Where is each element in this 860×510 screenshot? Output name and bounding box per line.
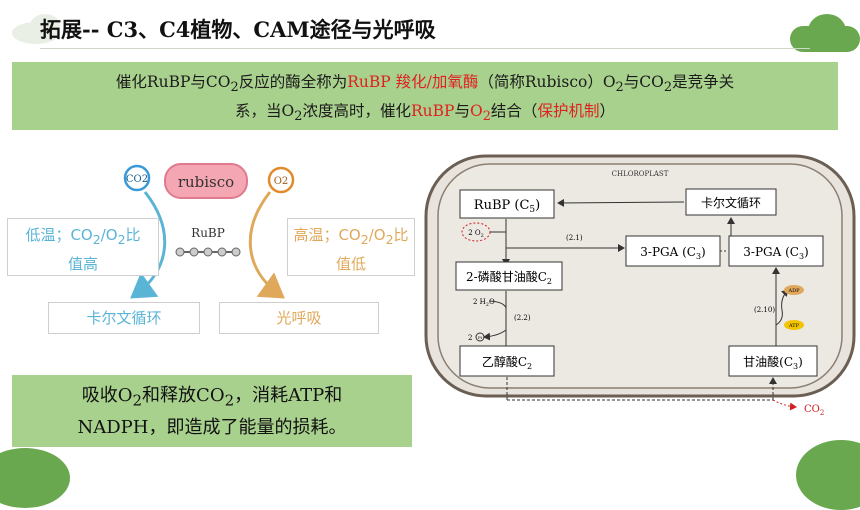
- callout-line-1: 吸收O2和释放CO2，消耗ATP和: [81, 385, 343, 410]
- rubp-molecule-icon: [175, 247, 241, 257]
- svg-text:卡尔文循环: 卡尔文循环: [701, 195, 761, 210]
- step-2-1: (2.1): [566, 234, 583, 242]
- enzyme-name: RuBP 羧化/加氧酶: [347, 73, 479, 91]
- svg-text:3-PGA (C3): 3-PGA (C3): [640, 245, 705, 261]
- svg-text:甘油酸(C3): 甘油酸(C3): [743, 354, 803, 371]
- chloroplast-diagram: CHLOROPLAST RuBP (C5) 卡尔文循环 2 O2 (2.1) 3…: [424, 154, 856, 417]
- svg-text:乙醇酸C2: 乙醇酸C2: [482, 354, 532, 371]
- svg-text:rubisco: rubisco: [178, 173, 234, 191]
- definition-banner: 催化RuBP与CO2反应的酶全称为RuBP 羧化/加氧酶（简称Rubisco）O…: [12, 62, 838, 130]
- photoresp-arrow: [248, 191, 285, 299]
- banner-line-1: 催化RuBP与CO2反应的酶全称为RuBP 羧化/加氧酶（简称Rubisco）O…: [115, 73, 735, 96]
- calvin-arrow: [130, 191, 167, 299]
- co2-output-label: CO2: [804, 404, 824, 417]
- low-temp-box: 低温；CO2/O2比 值高: [7, 218, 159, 276]
- o2-input-label: 2 O2: [468, 229, 484, 239]
- svg-text:Pi: Pi: [478, 335, 483, 340]
- adp-badge: [784, 285, 804, 295]
- phosphoglycolate-node: 2-磷酸甘油酸C2: [455, 261, 563, 291]
- calvin-node: 卡尔文循环: [685, 188, 777, 216]
- rubp-node: RuBP (C5): [459, 189, 555, 219]
- cloud-decoration-bottom-left: [0, 448, 70, 508]
- svg-text:ADP: ADP: [788, 288, 801, 294]
- glycerate-node: 甘油酸(C3): [728, 345, 818, 377]
- pga-node-2: 3-PGA (C3): [728, 235, 824, 267]
- h2o-label: 2 H2O: [473, 298, 495, 308]
- svg-text:3-PGA (C3): 3-PGA (C3): [743, 245, 808, 261]
- rubp-label: RuBP: [191, 226, 225, 240]
- chloroplast-label: CHLOROPLAST: [612, 170, 669, 178]
- pi-label: 2: [468, 334, 472, 342]
- svg-text:O2: O2: [274, 176, 289, 187]
- co2-badge: CO2: [123, 164, 151, 192]
- cloud-decoration-bottom-right: [796, 440, 860, 510]
- high-temp-box: 高温；CO2/O2比 值低: [287, 218, 415, 276]
- cloud-decoration-top-left-2: [30, 14, 60, 38]
- protection-mechanism: 保护机制: [537, 102, 600, 120]
- pga-node-1: 3-PGA (C3): [625, 235, 721, 267]
- svg-text:CO2: CO2: [126, 174, 148, 185]
- title-divider: [40, 48, 810, 49]
- rubisco-diagram: CO2 rubisco O2 RuBP: [123, 163, 295, 299]
- svg-text:2-磷酸甘油酸C2: 2-磷酸甘油酸C2: [466, 269, 552, 286]
- step-2-10: (2.10): [754, 306, 775, 314]
- rubisco-badge: rubisco: [164, 163, 248, 199]
- atp-badge: [784, 320, 804, 330]
- svg-text:ATP: ATP: [788, 323, 800, 329]
- step-2-2: (2.2): [514, 314, 531, 322]
- banner-line-2: 系，当O2浓度高时，催化RuBP与O2结合（保护机制）: [235, 102, 615, 125]
- callout-line-2: NADPH，即造成了能量的损耗。: [77, 417, 347, 438]
- calvin-cycle-box: 卡尔文循环: [48, 302, 200, 334]
- photorespiration-box: 光呼吸: [219, 302, 379, 334]
- energy-cost-callout: 吸收O2和释放CO2，消耗ATP和 NADPH，即造成了能量的损耗。: [12, 375, 412, 447]
- o2-badge: O2: [267, 166, 295, 194]
- page-title: 拓展-- C3、C4植物、CAM途径与光呼吸: [40, 17, 436, 42]
- svg-text:RuBP (C5): RuBP (C5): [474, 198, 540, 215]
- glycolate-node: 乙醇酸C2: [459, 345, 555, 377]
- cloud-decoration-top-right-2: [808, 14, 846, 48]
